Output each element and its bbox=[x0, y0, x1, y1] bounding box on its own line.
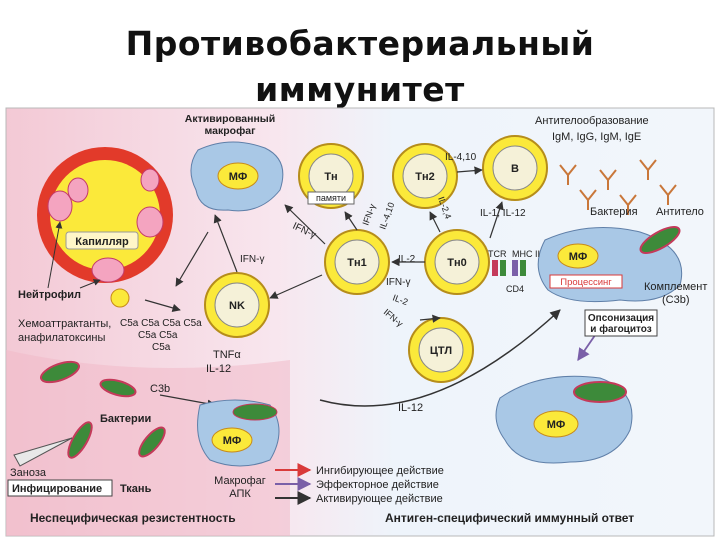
infection-box bbox=[7, 479, 113, 497]
processing-label: Процессинг bbox=[560, 277, 612, 288]
cd4-label: CD4 bbox=[506, 284, 524, 294]
th0-cell: Тн0 bbox=[424, 229, 490, 295]
ctl-cell: ЦТЛ bbox=[408, 317, 474, 383]
il2-label: IL-2 bbox=[398, 254, 416, 265]
chemo-label-1: Хемоаттрактанты, bbox=[18, 318, 111, 330]
nonspecific-caption: Неспецифическая резистентность bbox=[30, 511, 236, 525]
memory-label: памяти bbox=[316, 193, 346, 203]
br-mf-text: МФ bbox=[547, 419, 566, 431]
activated-mf-label-2: макрофаг bbox=[205, 125, 257, 137]
macrophage-processing: МФ Процессинг bbox=[537, 226, 683, 303]
antibody-label: Антитело bbox=[656, 206, 704, 218]
il12-feedback-arrow bbox=[319, 309, 561, 407]
macrophage-apc: МФ bbox=[197, 399, 280, 467]
splinter-label: Заноза bbox=[10, 467, 47, 479]
th2-cell: Тн2 bbox=[392, 143, 458, 209]
ifn-label-c: IFN-γ bbox=[240, 254, 264, 265]
legend: Ингибирующее действие Эффекторное действ… bbox=[275, 463, 444, 505]
capillary: Капилляр bbox=[37, 147, 173, 283]
apc-mf-text: МФ bbox=[223, 435, 242, 447]
c5a-row-1: C5a C5a C5a C5a bbox=[120, 318, 202, 329]
capillary-label: Капилляр bbox=[75, 236, 129, 248]
specific-caption: Антиген-специфический иммунный ответ bbox=[385, 511, 634, 525]
opson-label-2: и фагоцитоз bbox=[590, 323, 651, 335]
macrophage-bottom-right: МФ bbox=[495, 375, 633, 464]
antibody-molecules bbox=[559, 159, 677, 215]
opsonization-box bbox=[584, 309, 658, 337]
th1-cell: Тн1 bbox=[324, 229, 390, 295]
b-cell-label: В bbox=[511, 163, 519, 175]
tnf-label: TNFα bbox=[213, 349, 241, 361]
ctl-label: ЦТЛ bbox=[430, 345, 452, 357]
page-title-line-1: Противобактериальный bbox=[125, 24, 595, 63]
ig-list-label: IgM, IgG, IgM, IgE bbox=[552, 131, 641, 143]
proc-mf-text: МФ bbox=[569, 251, 588, 263]
c5a-row-3: C5a bbox=[152, 342, 171, 353]
b-cell: В bbox=[482, 135, 548, 201]
nk-cell: NK bbox=[204, 272, 270, 338]
th2-label: Тн2 bbox=[415, 171, 434, 183]
mf-apc-label-1: Макрофаг bbox=[214, 475, 266, 487]
bacteria-label: Бактерии bbox=[100, 413, 151, 425]
complement-label-2: (C3b) bbox=[662, 294, 690, 306]
tissue-label: Ткань bbox=[120, 483, 152, 495]
activated-mf-label-1: Активированный bbox=[185, 113, 275, 125]
activated-macrophage: МФ bbox=[190, 141, 284, 212]
receptor-complex bbox=[492, 260, 526, 276]
legend-inhibit: Ингибирующее действие bbox=[316, 465, 444, 477]
ifn-label-d: IFN-γ bbox=[386, 277, 410, 288]
c3b-label: C3b bbox=[150, 383, 170, 395]
mhc-label: MHC II bbox=[512, 249, 540, 259]
il410-label: IL-4,10 bbox=[445, 152, 477, 163]
opson-label-1: Опсонизация bbox=[588, 313, 654, 324]
tcr-label: TCR bbox=[488, 249, 507, 259]
mf-apc-label-2: АПК bbox=[229, 488, 251, 500]
activated-mf-text: МФ bbox=[229, 171, 248, 183]
th-memory-label: Тн bbox=[324, 171, 337, 183]
c5a-row-2: C5a C5a bbox=[138, 330, 178, 341]
activation-arrows bbox=[144, 166, 504, 408]
il2-label-b: IL-2 bbox=[391, 292, 409, 307]
chemo-label-2: анафилатоксины bbox=[18, 332, 105, 344]
page-title-line-2: иммунитет bbox=[255, 70, 465, 109]
th1-label: Тн1 bbox=[347, 257, 366, 269]
bacterium-label: Бактерия bbox=[590, 206, 638, 218]
legend-effector: Эффекторное действие bbox=[316, 479, 439, 491]
antibody-formation-label: Антителообразование bbox=[535, 115, 649, 127]
il12-label: IL-12 bbox=[206, 363, 231, 375]
nk-label: NK bbox=[229, 300, 245, 312]
complement-label-1: Комплемент bbox=[644, 281, 707, 293]
th-memory-cell: Тн памяти bbox=[298, 143, 364, 209]
neutrophil-cell bbox=[110, 288, 130, 308]
bacteria-group bbox=[40, 360, 166, 459]
legend-activate: Активирующее действие bbox=[316, 493, 443, 505]
splinter-shape bbox=[13, 437, 73, 467]
il12-bottom-label: IL-12 bbox=[398, 402, 423, 414]
il1-12-label: IL-1, IL-12 bbox=[480, 208, 526, 219]
neutrophil-label: Нейтрофил bbox=[18, 289, 81, 301]
infection-label: Инфицирование bbox=[12, 483, 102, 495]
th0-label: Тн0 bbox=[447, 257, 466, 269]
